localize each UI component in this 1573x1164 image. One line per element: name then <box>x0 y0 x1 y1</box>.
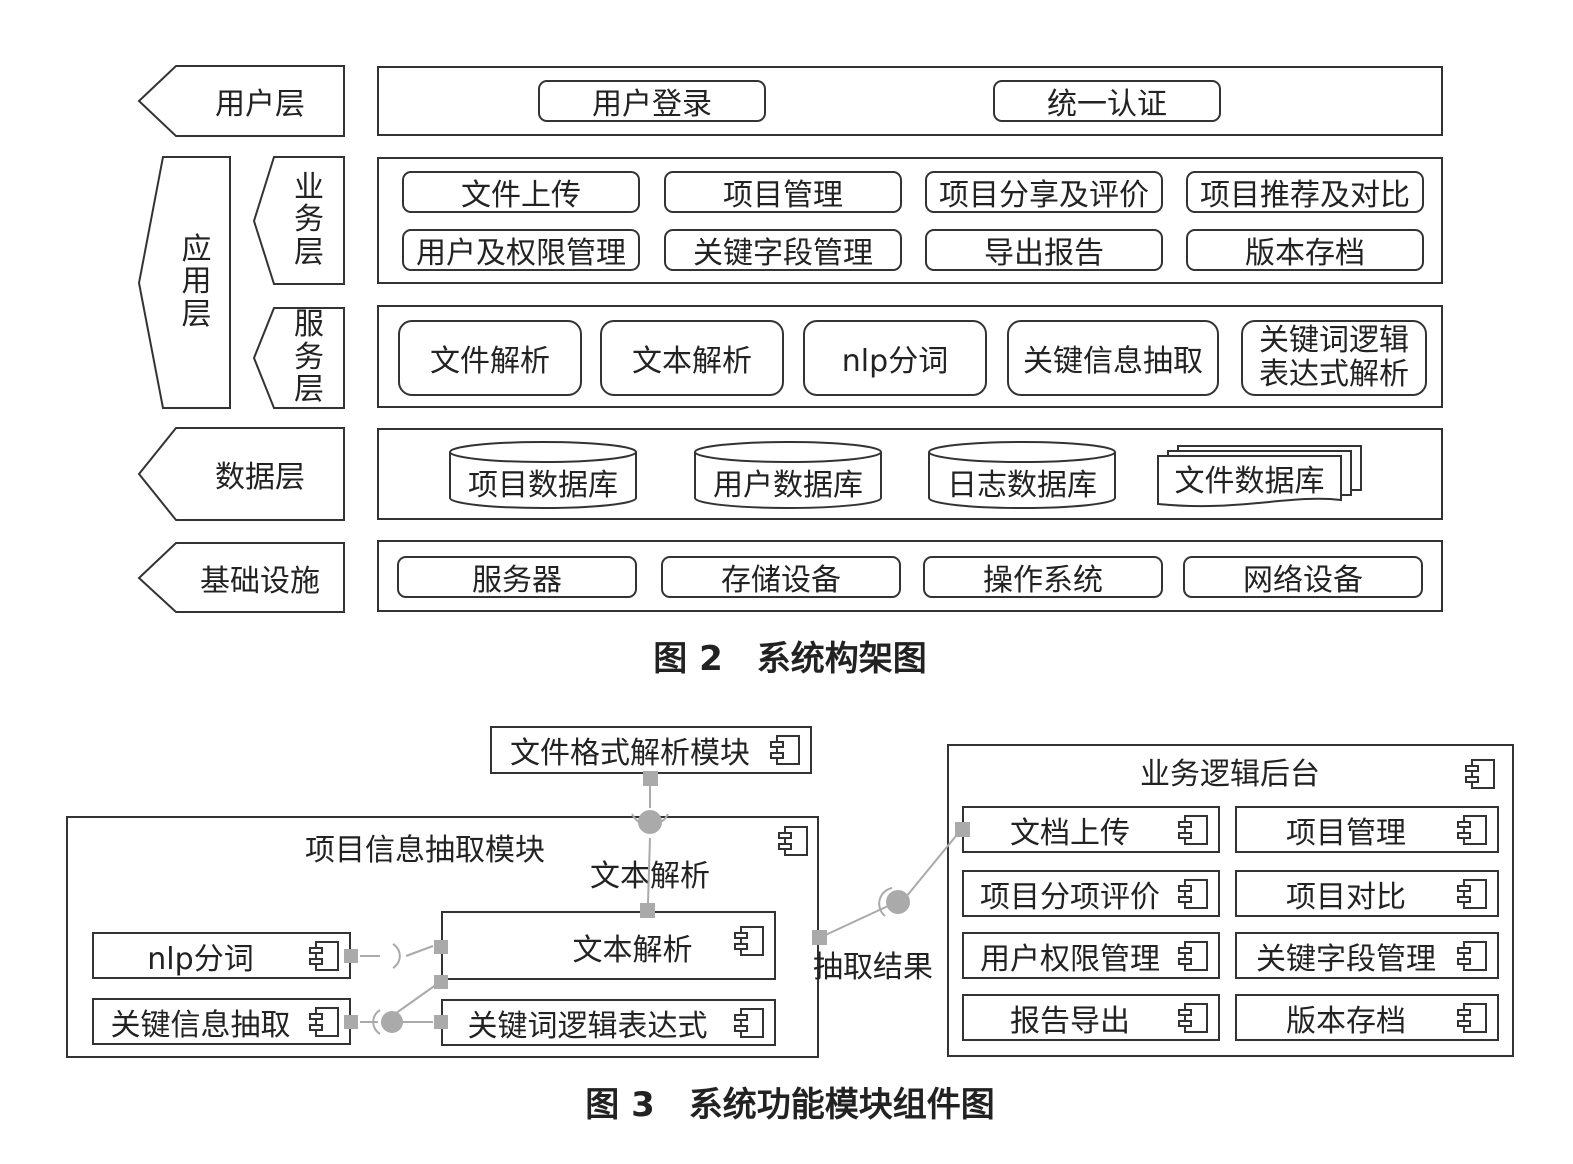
service-layer-arrow <box>252 307 345 409</box>
port-square <box>344 949 358 963</box>
uml-component-icon <box>1178 814 1208 845</box>
project-share-eval-box: 项目分享及评价 <box>925 171 1163 213</box>
port-square <box>344 1015 358 1029</box>
text-parse-box: 文本解析 <box>600 320 784 396</box>
port-square <box>643 771 658 786</box>
backend-project-item-eval: 项目分项评价 <box>962 870 1220 917</box>
file-format-parse-module: 文件格式解析模块 <box>490 726 812 774</box>
uml-component-icon <box>1465 759 1495 789</box>
port-square <box>434 940 448 954</box>
data-layer-arrow <box>137 427 345 521</box>
provided-interface-ball <box>886 890 910 914</box>
uml-component-icon <box>1457 1002 1487 1033</box>
uml-component-icon <box>734 1007 764 1038</box>
network-device-box: 网络设备 <box>1183 556 1423 598</box>
uml-component-icon <box>778 826 808 856</box>
backend-report-export: 报告导出 <box>962 994 1220 1041</box>
text-parse-component: 文本解析 <box>441 911 776 980</box>
database-cylinder-icon <box>928 441 1116 509</box>
business-layer-arrow <box>252 156 345 285</box>
key-info-extract-box: 关键信息抽取 <box>1007 320 1219 396</box>
app-layer-arrow <box>137 156 231 409</box>
file-upload-box: 文件上传 <box>402 171 640 213</box>
uml-component-icon <box>1178 878 1208 909</box>
server-box: 服务器 <box>397 556 637 598</box>
backend-user-permission: 用户权限管理 <box>962 932 1220 979</box>
port-square <box>812 930 827 945</box>
port-square <box>955 822 970 837</box>
backend-key-field-mgmt: 关键字段管理 <box>1235 932 1499 979</box>
nlp-segment-component: nlp分词 <box>92 932 351 979</box>
uml-component-icon <box>1457 814 1487 845</box>
project-mgmt-box: 项目管理 <box>664 171 902 213</box>
required-interface-socket <box>392 943 401 969</box>
user-login-box: 用户登录 <box>538 80 766 122</box>
uml-component-icon <box>1457 878 1487 909</box>
provided-interface-ball <box>638 810 662 834</box>
port-square <box>434 975 448 989</box>
required-interface-socket <box>878 887 893 917</box>
operating-system-box: 操作系统 <box>923 556 1163 598</box>
port-square <box>434 1015 448 1029</box>
database-cylinder-icon <box>449 441 637 509</box>
version-archive-box: 版本存档 <box>1186 229 1424 271</box>
backend-project-compare: 项目对比 <box>1235 870 1499 917</box>
document-stack-icon <box>1157 445 1362 508</box>
project-recommend-compare-box: 项目推荐及对比 <box>1186 171 1424 213</box>
port-square <box>640 903 655 918</box>
uml-component-icon <box>309 940 339 971</box>
uml-component-icon <box>1178 1002 1208 1033</box>
uml-component-icon <box>770 735 800 765</box>
key-info-extract-component: 关键信息抽取 <box>92 998 351 1045</box>
backend-version-archive: 版本存档 <box>1235 994 1499 1041</box>
provided-interface-ball <box>381 1011 403 1033</box>
uml-component-icon <box>309 1006 339 1037</box>
file-parse-box: 文件解析 <box>398 320 582 396</box>
keyword-logic-expr-box: 关键词逻辑表达式解析 <box>1241 320 1427 396</box>
figure3-caption: 图 3 系统功能模块组件图 <box>585 1084 995 1125</box>
database-cylinder-icon <box>694 441 882 509</box>
infra-layer-arrow <box>137 542 345 613</box>
figure2-caption: 图 2 系统构架图 <box>653 638 927 679</box>
required-interface-socket <box>372 1009 381 1035</box>
export-report-box: 导出报告 <box>925 229 1163 271</box>
user-permission-mgmt-box: 用户及权限管理 <box>402 229 640 271</box>
user-layer-arrow <box>137 65 345 137</box>
uml-component-icon <box>734 926 764 956</box>
backend-doc-upload: 文档上传 <box>962 806 1220 853</box>
storage-device-box: 存储设备 <box>661 556 901 598</box>
uml-component-icon <box>1178 940 1208 971</box>
nlp-segment-box: nlp分词 <box>803 320 987 396</box>
key-field-mgmt-box: 关键字段管理 <box>664 229 902 271</box>
unified-auth-box: 统一认证 <box>993 80 1221 122</box>
keyword-logic-expr-component: 关键词逻辑表达式 <box>441 999 776 1046</box>
backend-project-mgmt: 项目管理 <box>1235 806 1499 853</box>
uml-component-icon <box>1457 940 1487 971</box>
